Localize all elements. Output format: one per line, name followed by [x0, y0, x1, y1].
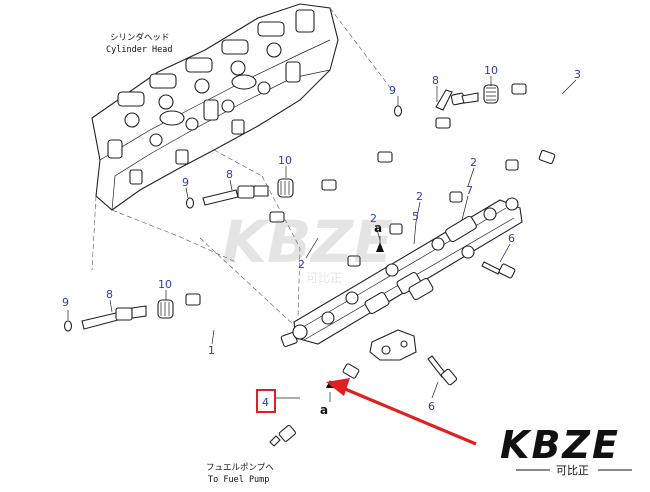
common-rail: [292, 197, 523, 361]
cylinder-head-label-en: Cylinder Head: [106, 45, 173, 55]
injector-set-upper: [393, 84, 499, 117]
callout-8-middle: 8: [226, 168, 233, 181]
cylinder-head: [91, 3, 339, 211]
callout-7: 7: [466, 184, 473, 197]
callout-numbers: 9 8 10 3 2 10 8 9 2 7 2 5 2 6 10 8 9 1 4…: [62, 64, 581, 413]
logo-brand: KBZE: [500, 423, 620, 467]
callout-5: 5: [412, 210, 419, 223]
view-marker-a-upper: a: [374, 221, 382, 235]
brand-logo: KBZE 可比正: [500, 423, 632, 477]
highlight-arrow: [326, 378, 477, 446]
callout-8-lower: 8: [106, 288, 113, 301]
cylinder-head-label-jp: シリンダヘッド: [110, 32, 170, 43]
callout-2-top: 2: [470, 156, 477, 169]
callout-6-lower: 6: [428, 400, 435, 413]
highlight-box: [256, 389, 276, 413]
callout-10-lower: 10: [158, 278, 172, 291]
logo-sub: 可比正: [556, 464, 589, 477]
callout-8-upper: 8: [432, 74, 439, 87]
injection-pipes: [185, 83, 564, 447]
callout-9-lower: 9: [62, 296, 69, 309]
callout-9-middle: 9: [182, 176, 189, 189]
callout-3: 3: [574, 68, 581, 81]
callout-9-upper: 9: [389, 84, 396, 97]
callout-2-second: 2: [370, 212, 377, 225]
watermark: KBZE 可比正: [222, 208, 393, 285]
callout-6-upper: 6: [508, 232, 515, 245]
dashed-reference-lines: [91, 7, 393, 341]
view-marker-a-lower: a: [320, 403, 328, 417]
watermark-brand: KBZE: [222, 208, 393, 276]
fuel-pump-label-en: To Fuel Pump: [208, 475, 269, 485]
mounting-bolts: [427, 261, 516, 386]
watermark-sub: 可比正: [306, 271, 342, 285]
injector-set-middle: [185, 178, 294, 209]
callout-2-fourth: 2: [298, 258, 305, 271]
fuel-pump-label-jp: フュエルポンプへ: [206, 463, 274, 473]
injector-set-lower: [63, 299, 174, 332]
callout-2-third: 2: [416, 190, 423, 203]
callout-4: 4: [262, 396, 269, 409]
leader-lines: [67, 76, 577, 399]
callout-10-upper: 10: [484, 64, 498, 77]
callout-1: 1: [208, 344, 215, 357]
callout-10-middle: 10: [278, 154, 292, 167]
